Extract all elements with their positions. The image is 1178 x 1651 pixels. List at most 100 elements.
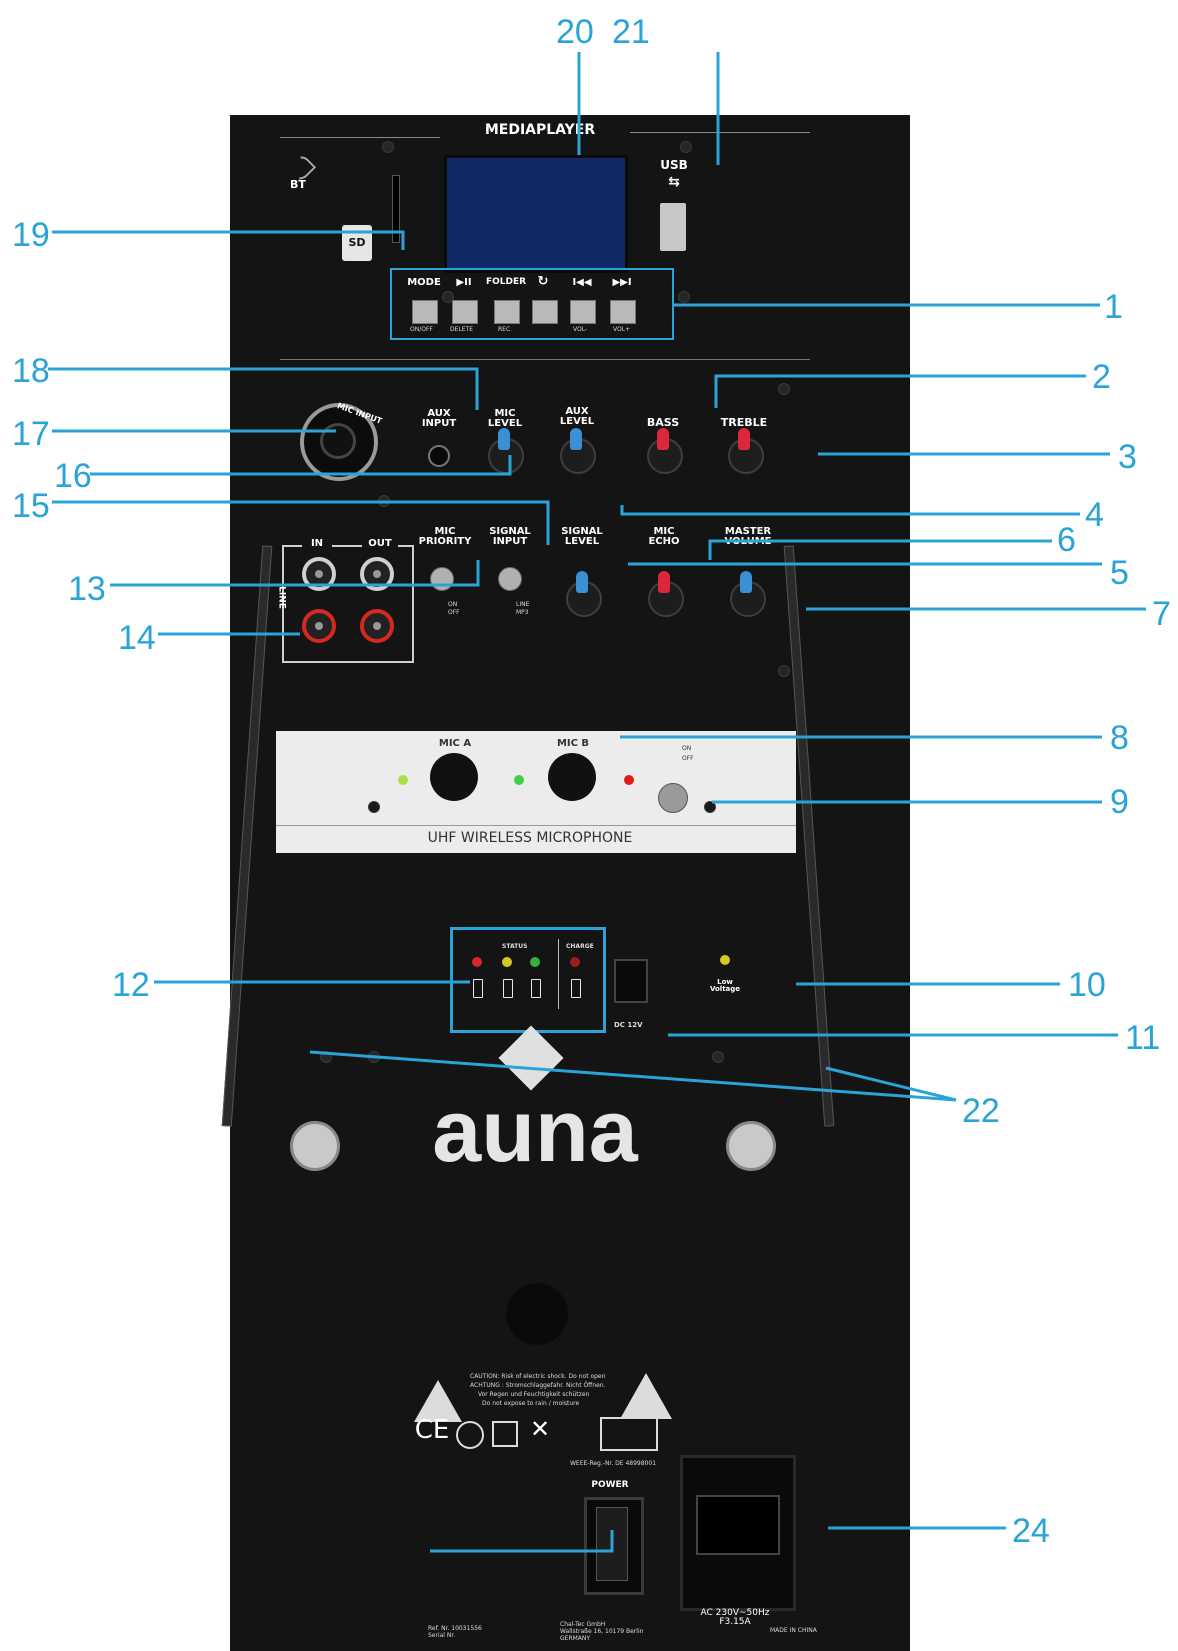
aux-level-label: AUX LEVEL <box>559 406 595 427</box>
power-label: POWER <box>591 1480 629 1490</box>
callout-3: 3 <box>1118 438 1137 476</box>
mic-b-knob[interactable] <box>548 753 596 801</box>
low-voltage-label: Low Voltage <box>709 978 741 993</box>
panel-screw <box>442 291 454 303</box>
mic-level-knob[interactable] <box>498 428 510 450</box>
folder-button[interactable] <box>494 300 520 324</box>
signal-level-label: SIGNAL LEVEL <box>561 526 603 547</box>
callout-20: 20 <box>556 13 594 51</box>
line-io-frame <box>282 545 414 663</box>
mic-a-knob[interactable] <box>430 753 478 801</box>
leader-line-22a <box>309 1050 957 1102</box>
sd-card-slot[interactable] <box>392 175 400 243</box>
uhf-power-button[interactable] <box>658 783 688 813</box>
bt-label: BT <box>290 178 306 191</box>
leader-line-15 <box>52 500 550 545</box>
mic-priority-on: ON <box>448 601 458 608</box>
uhf-on-label: ON <box>682 745 692 752</box>
master-volume-knob[interactable] <box>740 571 752 593</box>
electric-warning-icon <box>414 1380 462 1422</box>
panel-foot-knob <box>506 1283 568 1345</box>
callout-8: 8 <box>1110 719 1129 757</box>
line-in-label: IN <box>302 539 332 549</box>
signal-input-line: LINE <box>516 601 530 608</box>
mic-input-socket-center <box>320 423 356 459</box>
next-button[interactable] <box>610 300 636 324</box>
panel-screw <box>680 141 692 153</box>
mic-a-label: MIC A <box>438 738 472 749</box>
aux-input-label: AUX INPUT <box>421 408 457 429</box>
callout-10: 10 <box>1068 966 1106 1004</box>
weee-reg-label: WEEE-Reg.-Nr. DE 48998001 <box>570 1460 657 1467</box>
callout-19: 19 <box>12 216 50 254</box>
mediaplayer-divider-left <box>280 137 440 138</box>
folder-button-label: FOLDER <box>485 277 527 287</box>
mediaplayer-title: MEDIAPLAYER <box>484 122 596 138</box>
mic-echo-label: MIC ECHO <box>648 526 680 547</box>
leader-line-23 <box>430 1530 614 1553</box>
treble-knob[interactable] <box>738 428 750 450</box>
lcd-display <box>444 155 628 273</box>
panel-screw <box>712 1051 724 1063</box>
mic-priority-off: OFF <box>448 609 460 616</box>
callout-6: 6 <box>1057 521 1076 559</box>
dc-12v-socket[interactable] <box>614 959 648 1003</box>
callout-1: 1 <box>1104 288 1123 326</box>
warning-line-3: Vor Regen und Feuchtigkeit schützen <box>478 1391 590 1398</box>
line-out-label: OUT <box>362 539 398 549</box>
mic-b-label: MIC B <box>556 738 590 749</box>
aux-input-jack[interactable] <box>428 445 450 467</box>
signal-input-switch[interactable] <box>498 567 522 591</box>
leader-line-16 <box>90 455 512 476</box>
leader-line-2 <box>714 374 1086 408</box>
mic-level-label: MIC LEVEL <box>487 408 523 429</box>
ac-rating-label: AC 230V~50Hz F3.15A <box>700 1608 770 1627</box>
status-led-red <box>472 957 482 967</box>
callout-18: 18 <box>12 352 50 390</box>
signal-level-knob[interactable] <box>576 571 588 593</box>
previous-button-sublabel: VOL- <box>573 326 588 333</box>
next-button-sublabel: VOL+ <box>613 326 631 333</box>
previous-button[interactable] <box>570 300 596 324</box>
caution-icon <box>620 1373 672 1419</box>
brand-logo: auna <box>432 1081 638 1180</box>
bass-knob[interactable] <box>657 428 669 450</box>
weee-bin-icon: ✕ <box>529 1415 551 1443</box>
speaker-back-panel: MEDIAPLAYER BT SD USB ⇆ MODE ON/OFF ▶II … <box>221 115 910 1651</box>
warning-line-4: Do not expose to rain / moisture <box>482 1400 580 1407</box>
bass-label: BASS <box>646 416 680 429</box>
aux-level-knob[interactable] <box>570 428 582 450</box>
callout-22: 22 <box>962 1092 1000 1130</box>
play-pause-button[interactable] <box>452 300 478 324</box>
callout-13: 13 <box>68 570 106 608</box>
usb-icon: ⇆ <box>668 174 680 190</box>
callout-16: 16 <box>54 457 92 495</box>
warning-line-1: CAUTION: Risk of electric shock. Do not … <box>470 1373 606 1380</box>
usb-port[interactable] <box>660 203 686 251</box>
company-label: Chal-Tec GmbH Wallstraße 16, 10179 Berli… <box>560 1621 644 1642</box>
repeat-button-label: ↻ <box>537 274 549 289</box>
low-voltage-led <box>720 955 730 965</box>
dc-12v-label: DC 12V <box>614 1021 643 1029</box>
status-led-yellow <box>502 957 512 967</box>
callout-7: 7 <box>1152 595 1171 633</box>
uhf-module-title: UHF WIRELESS MICROPHONE <box>427 830 633 846</box>
line-in-red-rca[interactable] <box>302 609 336 643</box>
mic-a-led <box>398 775 408 785</box>
mic-priority-switch[interactable] <box>430 567 454 591</box>
callout-9: 9 <box>1110 783 1129 821</box>
uhf-screw-right <box>704 801 716 813</box>
leader-line-4 <box>620 505 1080 516</box>
made-in-label: MADE IN CHINA <box>770 1627 817 1634</box>
callout-4: 4 <box>1085 496 1104 534</box>
ce-mark-icon: CE <box>414 1415 450 1445</box>
mode-button[interactable] <box>412 300 438 324</box>
callout-24: 24 <box>1012 1512 1050 1550</box>
mic-echo-knob[interactable] <box>658 571 670 593</box>
uhf-wireless-module <box>276 731 796 853</box>
leader-line-22b <box>825 1066 957 1102</box>
line-out-red-rca[interactable] <box>360 609 394 643</box>
charge-label: CHARGE <box>566 943 594 950</box>
repeat-button[interactable] <box>532 300 558 324</box>
